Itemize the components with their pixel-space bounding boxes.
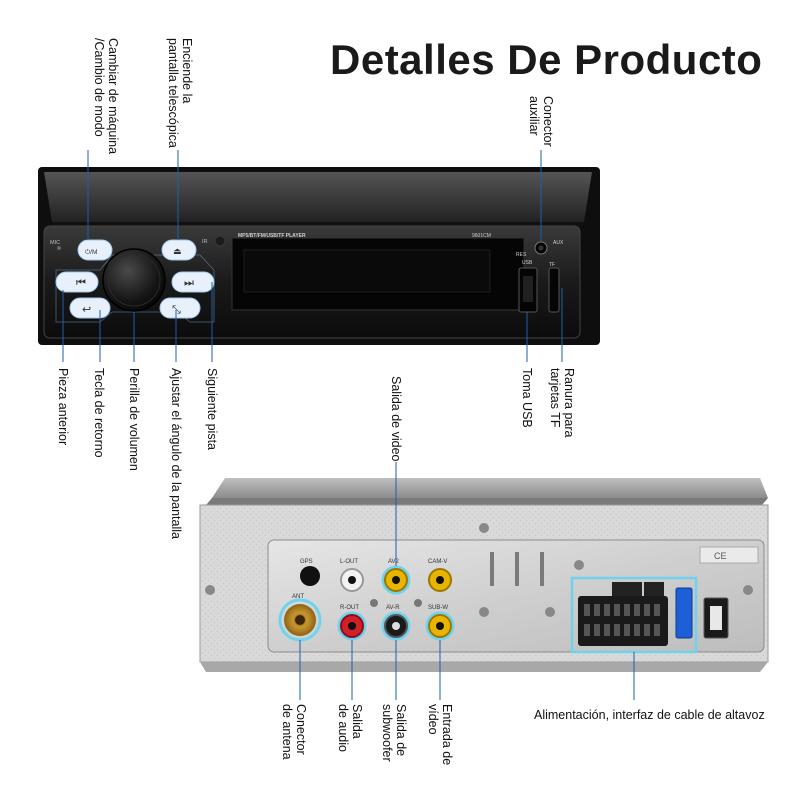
ir-print: IR [202, 239, 208, 245]
usb-print: USB [522, 260, 533, 266]
rear-unit: CE GPS ANT [199, 478, 769, 672]
label-screen-angle: Ajustar el ángulo de la pantalla [169, 368, 183, 539]
avr-print: AV-R [386, 605, 400, 611]
rout-print: R-OUT [340, 605, 359, 611]
rca-video-in[interactable] [425, 611, 455, 641]
tf-print: TF [549, 262, 555, 268]
rca-lout[interactable] [340, 568, 364, 592]
rca-cam[interactable] [428, 568, 452, 592]
rear-callouts [299, 462, 635, 700]
volume-knob[interactable] [102, 248, 166, 312]
label-next-track: Siguiente pista [205, 368, 219, 451]
res-print: RES [516, 252, 527, 258]
ant-print: ANT [292, 594, 304, 600]
lout-print: L-OUT [340, 559, 358, 565]
front-unit: ⏮ ⏭ ⏏ ↩ ⤡ MIC IR MP5/BT/FM/USB/TF PLAYER… [38, 167, 600, 345]
mic-print: MIC [50, 240, 60, 246]
power-mode-print: ⏻/M [85, 249, 97, 256]
sticker-print: CE [714, 551, 727, 561]
next-icon: ⏭ [184, 276, 194, 289]
label-front-piece: Pieza anterior [56, 368, 70, 446]
power-connector[interactable] [578, 596, 668, 646]
previous-button[interactable] [55, 271, 99, 293]
ir-sensor [214, 235, 226, 247]
fuse [675, 587, 693, 639]
label-power: Alimentación, interfaz de cable de altav… [534, 708, 765, 722]
return-icon: ↩ [82, 303, 91, 316]
cam-print: CAM-V [428, 559, 447, 565]
label-usb-port: Toma USB [520, 368, 534, 428]
label-return-key: Tecla de retorno [92, 368, 106, 458]
aux-print: AUX [553, 240, 564, 246]
model-print: 9601CM [472, 233, 491, 239]
eject-icon: ⏏ [173, 247, 182, 257]
label-video-out: Salida de video [389, 376, 403, 462]
next-button[interactable] [171, 271, 215, 293]
gps-print: GPS [300, 559, 313, 565]
angle-icon: ⤡ [172, 303, 181, 316]
mic-hole [57, 246, 61, 250]
label-mode-switch: Cambiar de máquina/Cambio de modo [92, 38, 120, 155]
page-title: Detalles De Producto [330, 36, 763, 83]
previous-icon: ⏮ [76, 276, 86, 289]
rear-top-plate [212, 478, 768, 498]
subw-print: SUB-W [428, 605, 448, 611]
eject-button[interactable] [161, 239, 197, 261]
gps-port [300, 566, 320, 586]
front-callouts [62, 150, 563, 362]
tf-slot[interactable] [548, 267, 560, 313]
rca-rout[interactable] [337, 611, 367, 641]
angle-button[interactable] [159, 297, 201, 319]
player-print: MP5/BT/FM/USB/TF PLAYER [238, 233, 306, 239]
rca-subw[interactable] [381, 611, 411, 641]
rca-av2[interactable] [381, 565, 411, 595]
front-top-flap [44, 172, 592, 222]
power-mode-button[interactable] [77, 239, 113, 261]
label-volume-knob: Perilla de volumen [127, 368, 141, 471]
av2-print: AV2 [388, 559, 400, 565]
